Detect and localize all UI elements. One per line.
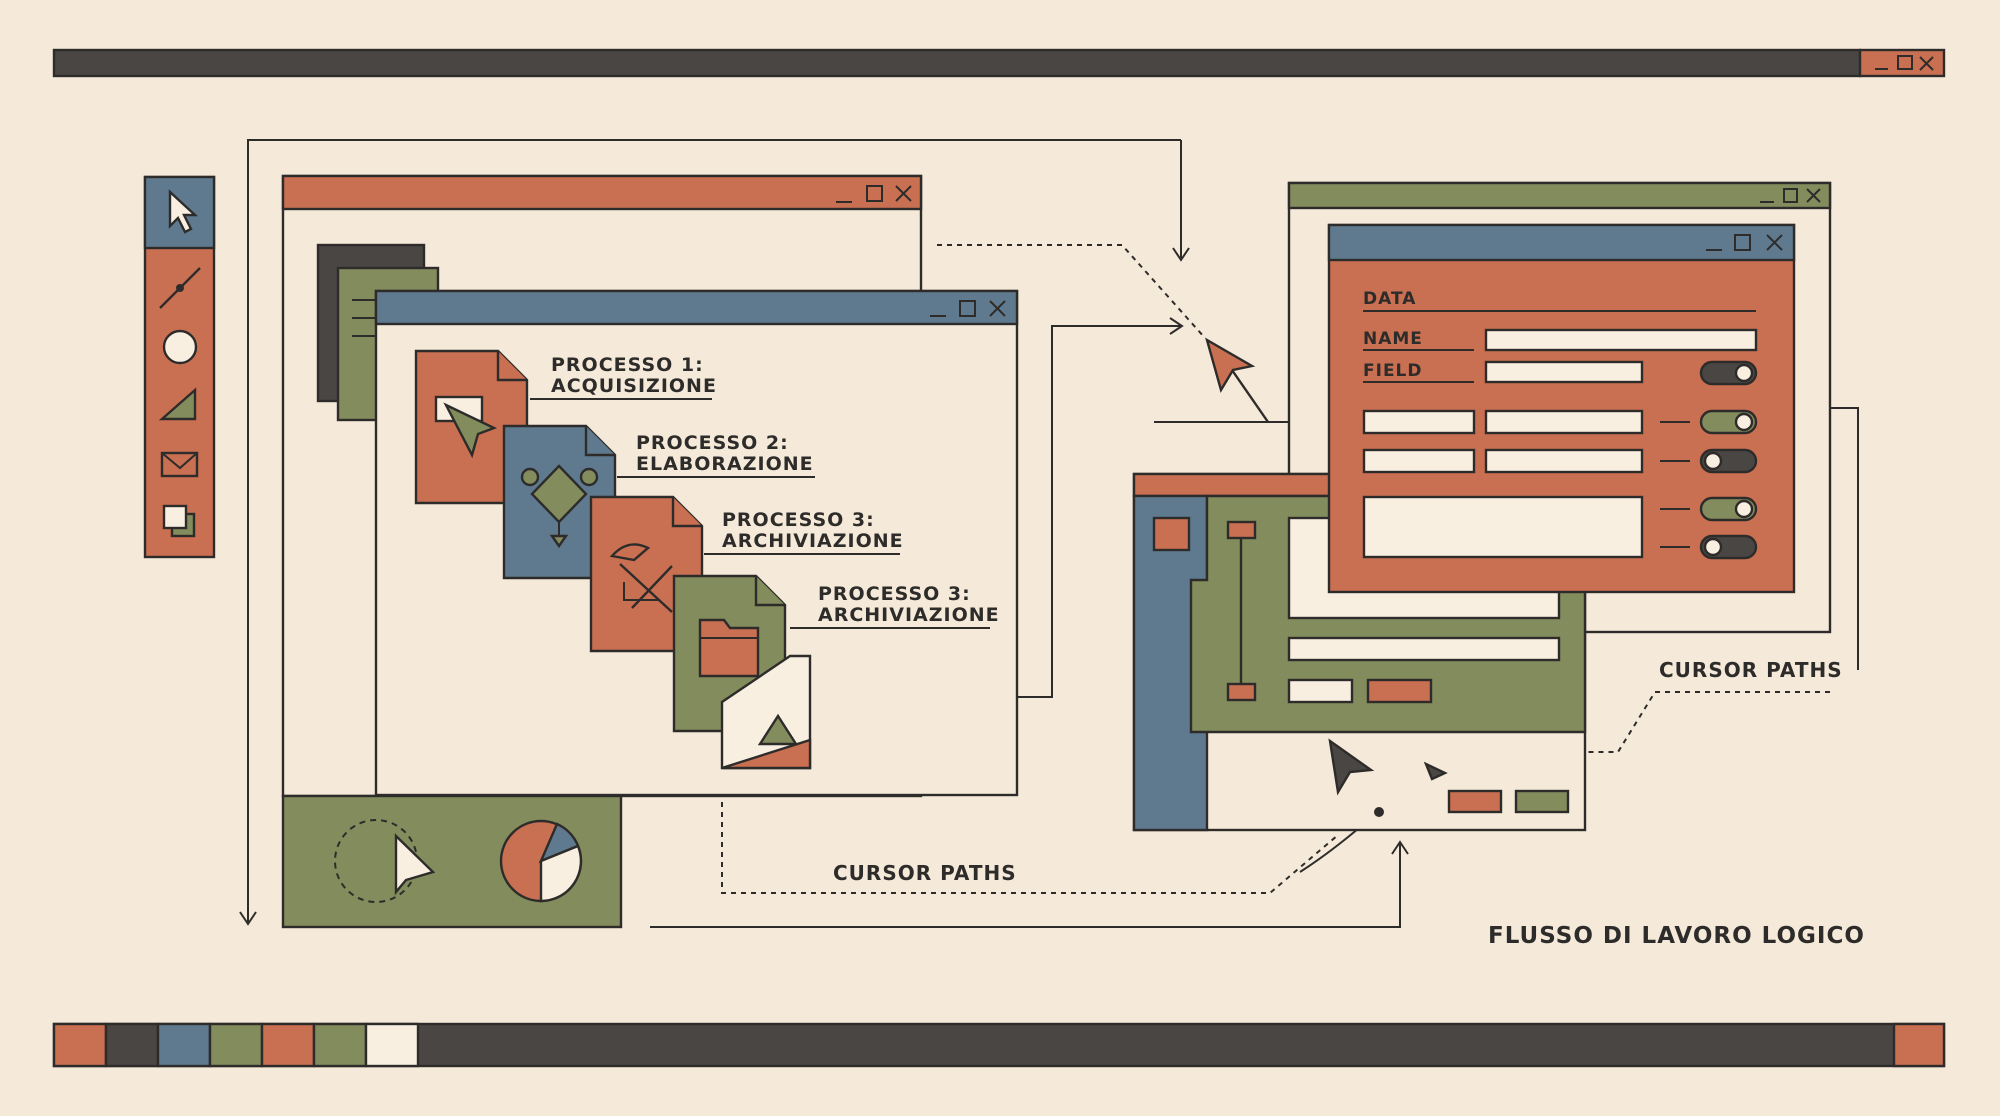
svg-text:PROCESSO 3:: PROCESSO 3: — [722, 509, 875, 531]
toggle-switch-1[interactable] — [1699, 360, 1758, 386]
field-input[interactable] — [1484, 360, 1644, 384]
process-label-4: PROCESSO 3: ARCHIVIAZIONE — [790, 583, 1000, 629]
cursor-icon[interactable] — [394, 833, 436, 896]
palette-swatch-3[interactable] — [156, 1022, 212, 1068]
process-label-2: PROCESSO 2: ELABORAZIONE — [617, 432, 815, 478]
toggle-switch-5[interactable] — [1699, 534, 1758, 560]
cursor-path-node — [1374, 807, 1384, 817]
svg-text:ACQUISIZIONE: ACQUISIZIONE — [551, 375, 717, 397]
chart-panel — [281, 794, 623, 929]
small-cursor-icon — [1423, 761, 1448, 781]
form-input-a2[interactable] — [1484, 409, 1644, 435]
palette-end-swatch — [1892, 1022, 1946, 1068]
svg-text:ARCHIVIAZIONE: ARCHIVIAZIONE — [722, 530, 904, 552]
form-input-b2[interactable] — [1484, 448, 1644, 474]
workflow-title: FLUSSO DI LAVORO LOGICO — [1488, 923, 1865, 949]
form-window: DATA NAME FIELD — [1327, 223, 1796, 594]
form-input-b1[interactable] — [1362, 448, 1476, 474]
form-window-controls[interactable] — [1706, 234, 1783, 251]
process-window-controls[interactable] — [930, 300, 1006, 317]
cursor-paths-label-bottom: CURSOR PATHS — [833, 861, 1017, 885]
editor-text-field[interactable] — [1287, 636, 1561, 662]
svg-text:ARCHIVIAZIONE: ARCHIVIAZIONE — [818, 604, 1000, 626]
svg-text:PROCESSO 3:: PROCESSO 3: — [818, 583, 971, 605]
palette-swatch-4[interactable] — [208, 1022, 264, 1068]
cursor-paths-label-right: CURSOR PATHS — [1659, 658, 1843, 682]
pie-chart-icon[interactable] — [499, 819, 583, 903]
settings-window-back-controls[interactable] — [1760, 188, 1821, 203]
palette-swatch-1[interactable] — [52, 1022, 108, 1068]
toggle-switch-3[interactable] — [1699, 448, 1758, 474]
editor-action-button[interactable] — [1366, 678, 1433, 704]
svg-text:ELABORAZIONE: ELABORAZIONE — [636, 453, 814, 475]
process-label-1: PROCESSO 1: ACQUISIZIONE — [530, 354, 717, 400]
palette-swatch-5[interactable] — [260, 1022, 316, 1068]
arrow-cursor-icon — [1205, 337, 1269, 423]
field-label: FIELD — [1363, 361, 1423, 381]
toggle-switch-4[interactable] — [1699, 496, 1758, 522]
top-bar-controls[interactable] — [1875, 55, 1934, 71]
palette-swatches — [52, 1022, 420, 1068]
top-window-bar — [52, 48, 1946, 78]
background-window-controls[interactable] — [836, 185, 912, 203]
process-label-3: PROCESSO 3: ARCHIVIAZIONE — [704, 509, 904, 555]
svg-text:PROCESSO 1:: PROCESSO 1: — [551, 354, 704, 376]
editor-ok-button[interactable] — [1514, 789, 1570, 814]
image-file-card[interactable] — [720, 654, 812, 770]
mail-icon[interactable] — [160, 451, 199, 478]
palette-swatch-6[interactable] — [312, 1022, 368, 1068]
palette-swatch-2[interactable] — [104, 1022, 160, 1068]
editor-cancel-button[interactable] — [1447, 789, 1503, 814]
toggle-switch-2[interactable] — [1699, 409, 1758, 435]
triangle-tool-icon[interactable] — [158, 387, 197, 421]
form-textarea[interactable] — [1362, 495, 1644, 559]
svg-text:PROCESSO 2:: PROCESSO 2: — [636, 432, 789, 454]
dark-cursor-icon — [1328, 738, 1375, 796]
form-input-a1[interactable] — [1362, 409, 1476, 435]
pointer-icon[interactable] — [168, 189, 199, 234]
editor-input-small[interactable] — [1287, 678, 1354, 704]
tool-palette — [143, 175, 216, 559]
vertical-slider[interactable] — [1226, 520, 1257, 702]
circle-tool-icon[interactable] — [162, 329, 198, 365]
line-tool-icon[interactable] — [159, 267, 201, 309]
name-label: NAME — [1363, 329, 1423, 349]
layers-icon[interactable] — [162, 504, 196, 538]
bottom-palette-bar — [52, 1022, 1946, 1068]
name-input[interactable] — [1484, 328, 1758, 352]
form-heading: DATA — [1363, 289, 1416, 309]
palette-swatch-7[interactable] — [364, 1022, 420, 1068]
